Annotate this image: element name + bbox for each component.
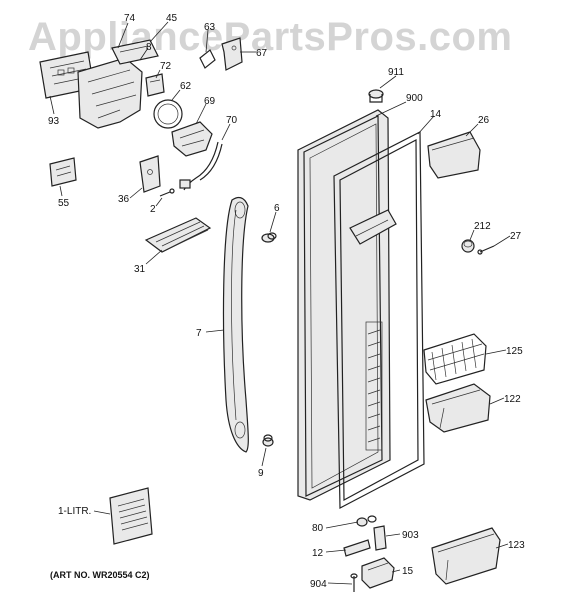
label-9: 9 (258, 468, 264, 479)
label-2: 2 (150, 204, 156, 215)
leader-lines (49, 21, 511, 585)
door-liner-slots (365, 321, 383, 451)
art-number: (ART NO. WR20554 C2) (50, 570, 150, 580)
switch-55-part[interactable] (49, 157, 77, 187)
screw-2-part[interactable] (159, 188, 175, 197)
watermark-text: AppliancePartsPros.com (28, 15, 513, 59)
label-6: 6 (274, 203, 280, 214)
cap-911-part[interactable] (368, 89, 384, 103)
handle-plug-6-part[interactable] (261, 232, 277, 243)
label-36: 36 (118, 194, 130, 205)
label-74: 74 (124, 13, 136, 24)
label-903: 903 (402, 530, 419, 541)
label-55: 55 (58, 198, 70, 209)
bracket-part[interactable] (199, 37, 243, 71)
actuator-housing-part[interactable] (77, 39, 159, 129)
drip-grille-part[interactable] (144, 217, 212, 253)
freezer-door-part[interactable] (297, 109, 391, 501)
small-switch-part[interactable] (145, 73, 165, 97)
label-27: 27 (510, 231, 522, 242)
label-72: 72 (160, 61, 172, 72)
label-70: 70 (226, 115, 238, 126)
ring-gasket-part[interactable] (153, 99, 183, 129)
label-8: 8 (146, 42, 152, 53)
cam-212-part[interactable] (461, 239, 475, 253)
label-12: 12 (312, 548, 324, 559)
label-122: 122 (504, 394, 521, 405)
label-93: 93 (48, 116, 60, 127)
wire-shelf-125-part[interactable] (423, 333, 487, 385)
bin-122-part[interactable] (425, 383, 491, 433)
label-911: 911 (388, 67, 404, 78)
screw-27-part[interactable] (477, 245, 495, 255)
label-123: 123 (508, 540, 525, 551)
bin-123-part[interactable] (431, 527, 501, 585)
label-15: 15 (402, 566, 414, 577)
door-gasket-part[interactable] (333, 131, 425, 509)
label-67: 67 (256, 48, 268, 59)
part-903[interactable] (373, 525, 387, 551)
label-80: 80 (312, 523, 324, 534)
label-26: 26 (478, 115, 490, 126)
part-12[interactable] (343, 539, 371, 557)
label-69: 69 (204, 96, 216, 107)
label-212: 212 (474, 221, 491, 232)
label-904: 904 (310, 579, 327, 590)
handle-plug-9-part[interactable] (262, 434, 274, 447)
label-45: 45 (166, 13, 178, 24)
label-1-litr: 1-LITR. (58, 506, 91, 517)
label-31: 31 (134, 264, 146, 275)
label-62: 62 (180, 81, 192, 92)
part-80[interactable] (356, 515, 377, 527)
part-15[interactable] (361, 557, 395, 589)
funnel-part[interactable] (171, 121, 213, 157)
bin-26-part[interactable] (427, 131, 481, 179)
wire-harness-part[interactable] (179, 141, 223, 191)
label-125: 125 (506, 346, 523, 357)
bracket-36-part[interactable] (139, 155, 161, 193)
callout-labels: 74 45 8 63 67 72 62 93 69 70 911 900 14 … (48, 13, 525, 590)
literature-booklet-part[interactable] (109, 487, 153, 545)
label-7: 7 (196, 328, 202, 339)
label-14: 14 (430, 109, 442, 120)
label-63: 63 (204, 22, 216, 33)
dispenser-recess (349, 209, 397, 245)
door-handle-part[interactable] (222, 196, 249, 453)
label-900: 900 (406, 93, 423, 104)
part-904[interactable] (350, 573, 358, 592)
